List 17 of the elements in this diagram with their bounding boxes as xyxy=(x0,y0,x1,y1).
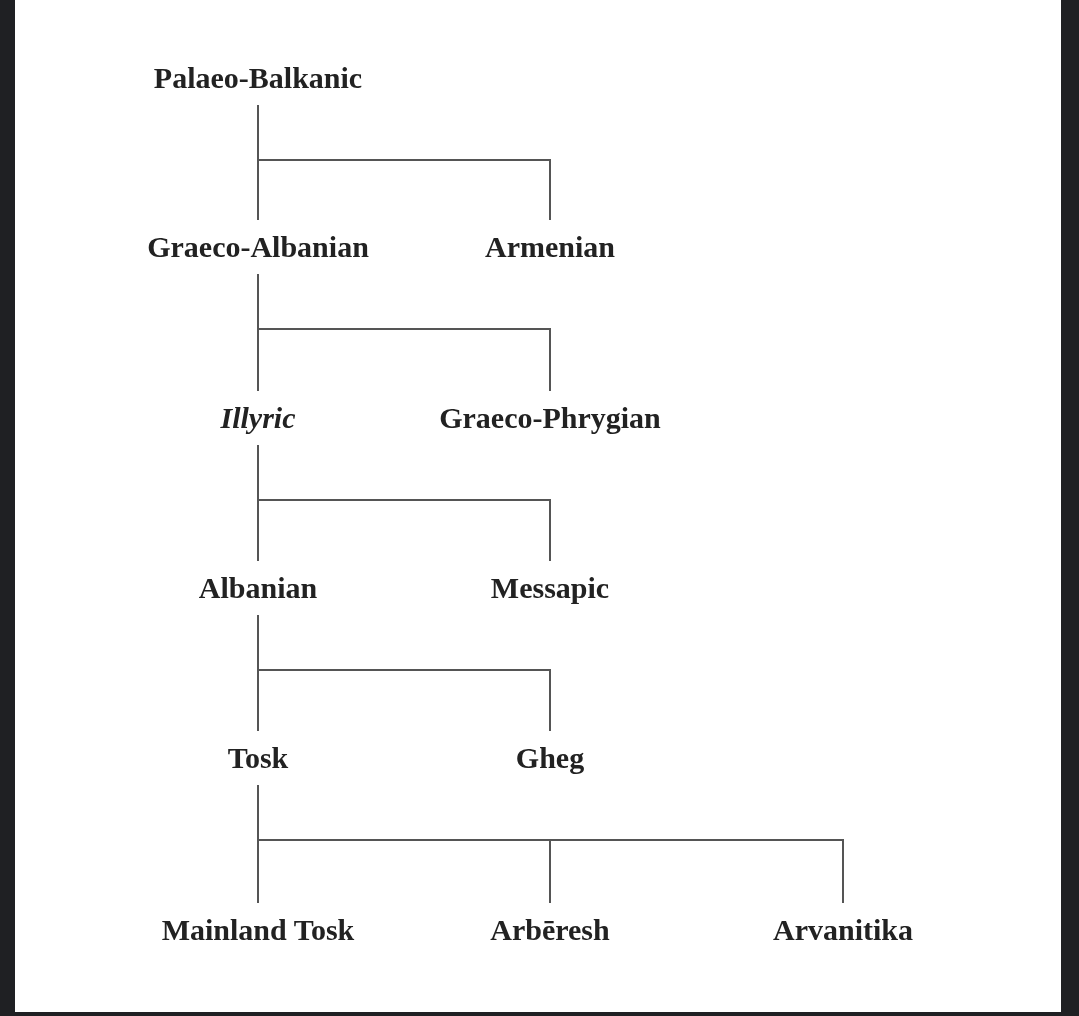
language-name: Albanian xyxy=(192,562,324,614)
tree-connector xyxy=(257,444,551,562)
tree-connector xyxy=(257,784,844,904)
language-name: Mainland Tosk xyxy=(155,904,361,956)
language-name: Graeco-Albanian xyxy=(141,221,375,273)
language-name: Gheg xyxy=(509,732,591,784)
language-name: Arvanitika xyxy=(767,904,919,956)
language-name: Armenian xyxy=(479,221,621,273)
language-name: Illyric xyxy=(214,392,302,444)
tree-connector xyxy=(257,614,551,732)
tree-connector xyxy=(257,273,551,392)
language-name: Messapic xyxy=(484,562,616,614)
tree-connector xyxy=(257,104,551,221)
language-name: Graeco-Phrygian xyxy=(433,392,667,444)
language-name: Tosk xyxy=(221,732,295,784)
language-name: Palaeo-Balkanic xyxy=(147,52,369,104)
language-name: Arbēresh xyxy=(484,904,616,956)
